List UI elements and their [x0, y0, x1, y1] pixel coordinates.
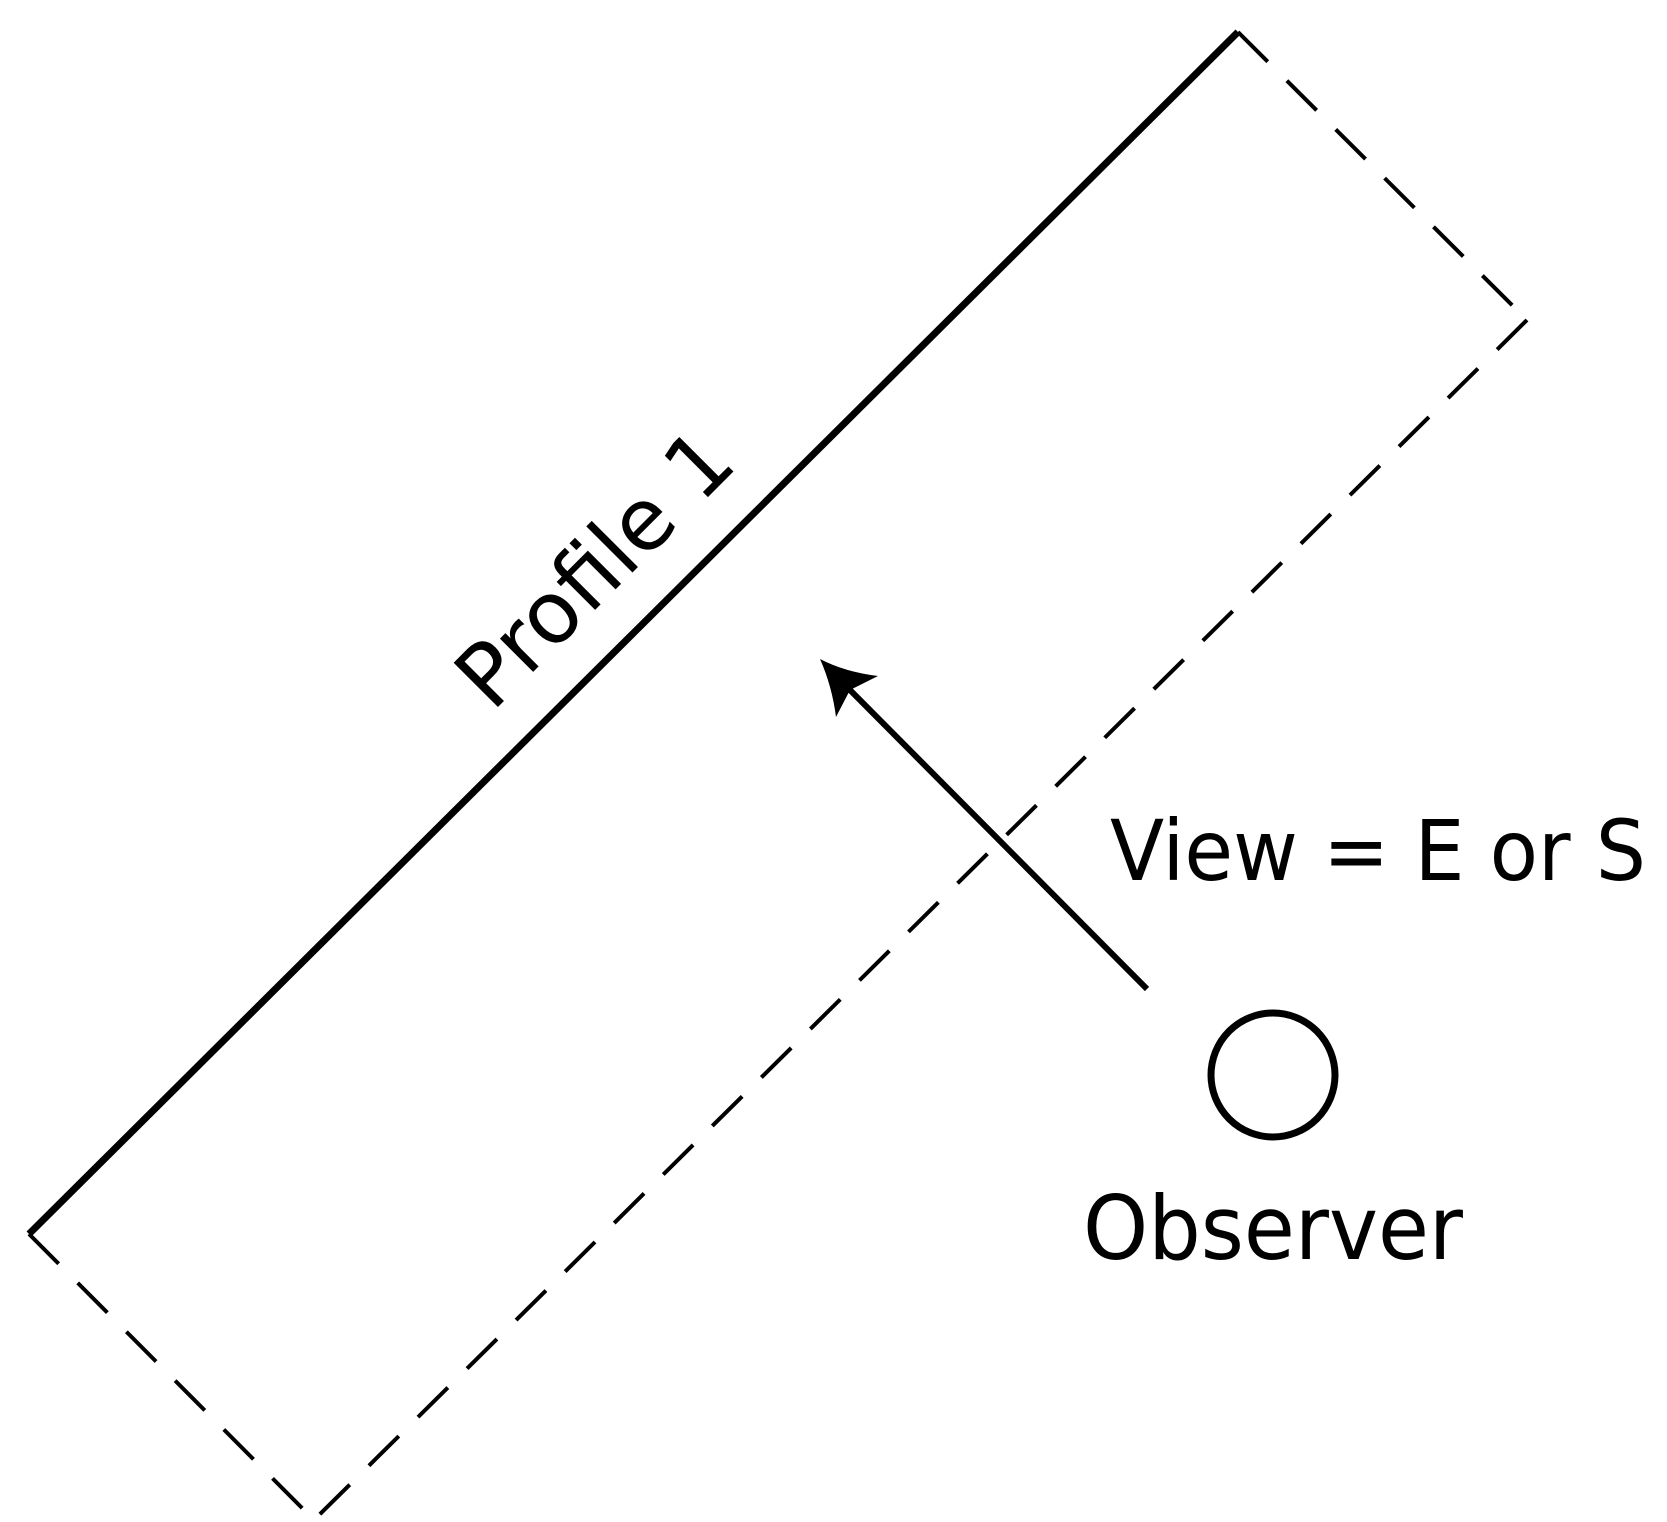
observer-label: Observer — [1083, 1177, 1464, 1280]
profile-dashed-top-edge — [1236, 30, 1529, 322]
profile-dashed-far-edge — [312, 318, 1529, 1522]
view-arrow-shaft — [845, 685, 1150, 992]
profile-dashed-bottom-edge — [27, 1232, 316, 1522]
circle-icon — [1207, 1009, 1339, 1141]
profile-label: Profile 1 — [436, 410, 754, 728]
view-direction-arrow — [820, 659, 1150, 992]
arrow-icon — [820, 659, 878, 717]
profile-solid-edge — [26, 29, 1241, 1237]
view-label: View = E or S — [1110, 802, 1646, 900]
